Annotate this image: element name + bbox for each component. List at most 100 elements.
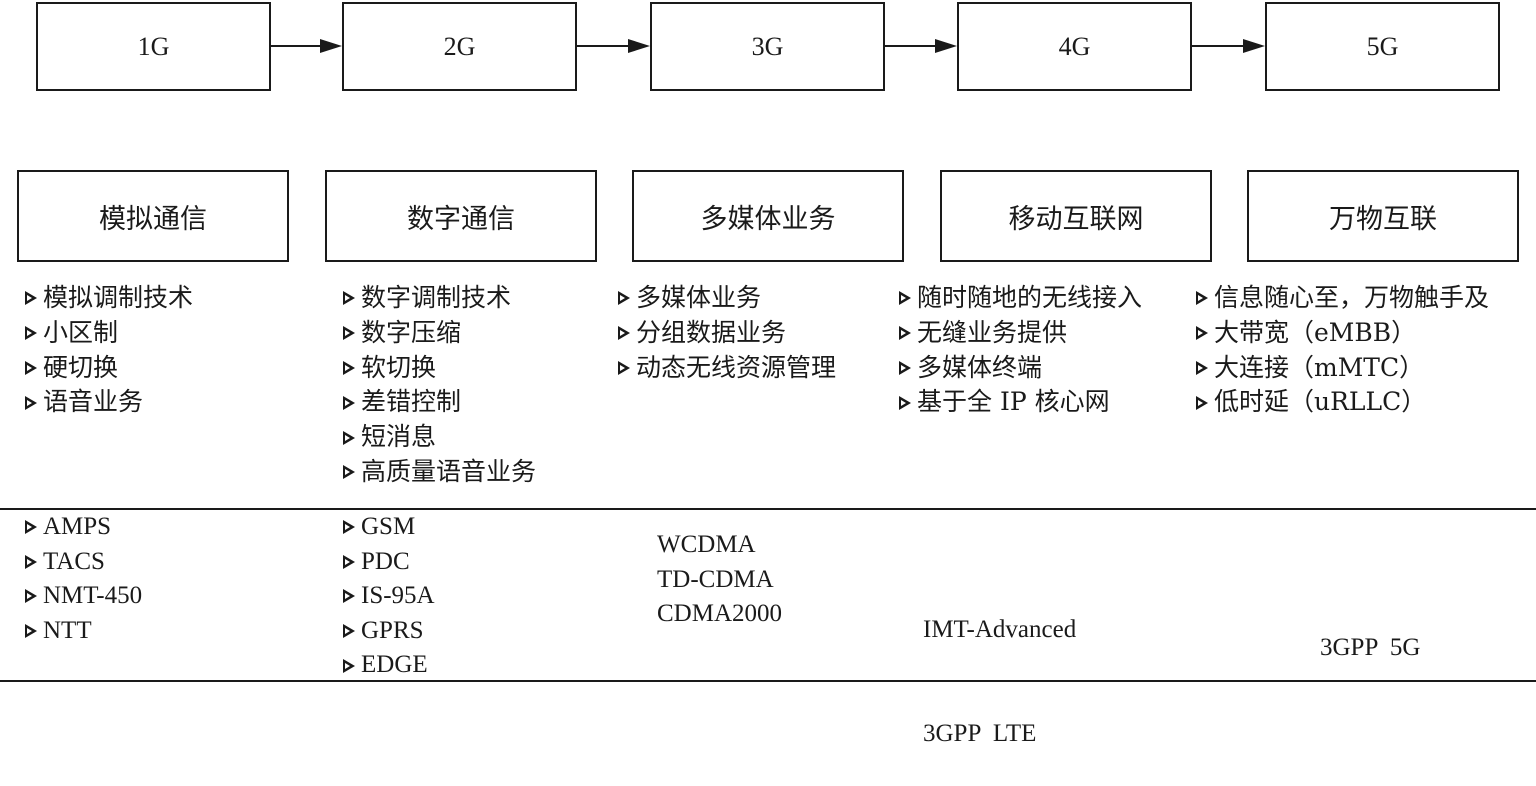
theme-box-2g: 数字通信 — [325, 170, 597, 262]
triangle-bullet-icon — [1195, 281, 1209, 315]
standards-list-2g: GSM PDC IS-95A GPRS EDGE — [342, 510, 435, 683]
list-item: GSM — [342, 510, 435, 545]
triangle-bullet-icon — [342, 649, 356, 683]
list-item: IS-95A — [342, 579, 435, 614]
triangle-bullet-icon — [342, 455, 356, 489]
triangle-bullet-icon — [342, 421, 356, 455]
list-item: 语音业务 — [24, 385, 193, 420]
triangle-bullet-icon — [342, 510, 356, 544]
standards-list-1g: AMPS TACS NMT-450 NTT — [24, 510, 142, 648]
triangle-bullet-icon — [898, 281, 912, 315]
list-item: 模拟调制技术 — [24, 281, 193, 316]
list-item: 3GPP 5G — [1320, 634, 1421, 661]
list-item: 低时延（uRLLC） — [1195, 385, 1489, 420]
standards-list-4g: IMT-Advanced 3GPP LTE — [923, 544, 1076, 786]
theme-label: 数字通信 — [407, 203, 515, 235]
list-item: 信息随心至，万物触手及 — [1195, 281, 1489, 316]
list-item: 小区制 — [24, 316, 193, 351]
theme-label: 万物互联 — [1329, 203, 1437, 235]
list-item: 高质量语音业务 — [342, 455, 536, 490]
list-item: PDC — [342, 545, 435, 580]
list-item: GPRS — [342, 614, 435, 649]
feature-list-2g: 数字调制技术 数字压缩 软切换 差错控制 短消息 高质量语音业务 — [342, 281, 536, 490]
triangle-bullet-icon — [1195, 316, 1209, 350]
list-item: WCDMA — [657, 531, 756, 558]
triangle-bullet-icon — [24, 351, 38, 385]
list-item: 差错控制 — [342, 385, 536, 420]
list-item: 无缝业务提供 — [898, 316, 1142, 351]
list-item: 数字压缩 — [342, 316, 536, 351]
list-item: 多媒体终端 — [898, 351, 1142, 386]
triangle-bullet-icon — [1195, 351, 1209, 385]
list-item: TD-CDMA — [657, 565, 774, 593]
feature-list-5g: 信息随心至，万物触手及 大带宽（eMBB） 大连接（mMTC） 低时延（uRLL… — [1195, 281, 1489, 420]
standards-list-5g: 3GPP 5G — [1320, 562, 1421, 700]
list-item: 数字调制技术 — [342, 281, 536, 316]
triangle-bullet-icon — [24, 614, 38, 648]
divider-top — [0, 508, 1536, 510]
list-item: 动态无线资源管理 — [617, 351, 836, 386]
list-item: 基于全 IP 核心网 — [898, 385, 1142, 420]
theme-box-5g: 万物互联 — [1247, 170, 1519, 262]
theme-label: 模拟通信 — [99, 203, 207, 235]
generation-label: 2G — [443, 31, 476, 61]
generation-box-2g: 2G — [342, 2, 577, 91]
list-item: 大连接（mMTC） — [1195, 351, 1489, 386]
theme-label: 移动互联网 — [1008, 203, 1144, 235]
triangle-bullet-icon — [24, 579, 38, 613]
list-item: NMT-450 — [24, 579, 142, 614]
feature-list-1g: 模拟调制技术 小区制 硬切换 语音业务 — [24, 281, 193, 420]
list-item: 分组数据业务 — [617, 316, 836, 351]
list-item: 3GPP LTE — [923, 719, 1037, 747]
list-item: 大带宽（eMBB） — [1195, 316, 1489, 351]
list-item: AMPS — [24, 510, 142, 545]
triangle-bullet-icon — [342, 545, 356, 579]
triangle-bullet-icon — [898, 316, 912, 350]
generation-box-4g: 4G — [957, 2, 1192, 91]
triangle-bullet-icon — [1195, 386, 1209, 420]
triangle-bullet-icon — [617, 351, 631, 385]
triangle-bullet-icon — [617, 316, 631, 350]
divider-bottom — [0, 680, 1536, 682]
generation-label: 1G — [137, 31, 170, 61]
triangle-bullet-icon — [24, 281, 38, 315]
list-item: NTT — [24, 614, 142, 649]
feature-list-4g: 随时随地的无线接入 无缝业务提供 多媒体终端 基于全 IP 核心网 — [898, 281, 1142, 420]
generation-label: 3G — [751, 31, 784, 61]
triangle-bullet-icon — [342, 579, 356, 613]
theme-box-1g: 模拟通信 — [17, 170, 289, 262]
generation-box-3g: 3G — [650, 2, 885, 91]
list-item: 短消息 — [342, 420, 536, 455]
triangle-bullet-icon — [342, 386, 356, 420]
triangle-bullet-icon — [24, 510, 38, 544]
list-item: 硬切换 — [24, 351, 193, 386]
generation-box-5g: 5G — [1265, 2, 1500, 91]
feature-list-3g: 多媒体业务 分组数据业务 动态无线资源管理 — [617, 281, 836, 385]
generation-box-1g: 1G — [36, 2, 271, 91]
list-item: 随时随地的无线接入 — [898, 281, 1142, 316]
theme-box-3g: 多媒体业务 — [632, 170, 904, 262]
triangle-bullet-icon — [342, 614, 356, 648]
arrow-1g-2g — [271, 39, 342, 53]
triangle-bullet-icon — [898, 386, 912, 420]
triangle-bullet-icon — [617, 281, 631, 315]
triangle-bullet-icon — [342, 351, 356, 385]
triangle-bullet-icon — [342, 316, 356, 350]
generation-label: 5G — [1366, 31, 1399, 61]
arrow-2g-3g — [577, 39, 650, 53]
list-item: TACS — [24, 545, 142, 580]
list-item: 软切换 — [342, 351, 536, 386]
list-item: CDMA2000 — [657, 600, 783, 627]
triangle-bullet-icon — [342, 281, 356, 315]
triangle-bullet-icon — [24, 316, 38, 350]
triangle-bullet-icon — [24, 545, 38, 579]
list-item: EDGE — [342, 648, 435, 683]
list-item: 多媒体业务 — [617, 281, 836, 316]
triangle-bullet-icon — [24, 386, 38, 420]
generation-arrows — [271, 39, 1265, 53]
generation-label: 4G — [1058, 31, 1091, 61]
triangle-bullet-icon — [898, 351, 912, 385]
arrow-4g-5g — [1192, 39, 1265, 53]
theme-box-4g: 移动互联网 — [940, 170, 1212, 262]
theme-label: 多媒体业务 — [700, 203, 836, 235]
